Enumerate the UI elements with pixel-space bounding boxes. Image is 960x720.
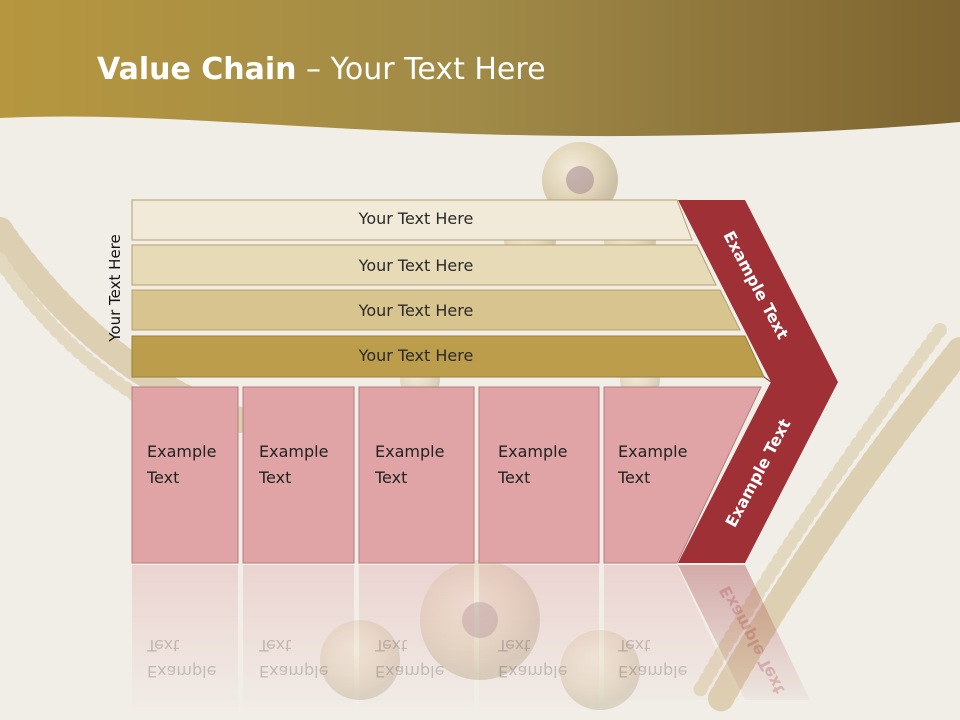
box-5-reflection: Example Text [618, 636, 688, 681]
title-bold: Value Chain [97, 52, 297, 87]
value-row-3 [131, 289, 741, 331]
slide-title: Value Chain – Your Text Here [97, 52, 546, 87]
box-5-text: Example Text [618, 442, 688, 487]
value-box-1 [131, 386, 239, 564]
value-row-1 [131, 199, 693, 241]
value-box-3 [358, 386, 475, 564]
box-1-text: Example Text [147, 442, 217, 487]
row-1-text: Your Text Here [358, 209, 474, 228]
box-1-reflection: Example Text [147, 636, 217, 681]
box-2-text: Example Text [259, 442, 329, 487]
box-2-reflection: Example Text [259, 636, 329, 681]
box-4-text: Example Text [498, 442, 568, 487]
chevron-arrow [678, 200, 838, 563]
box-3-text: Example Text [375, 442, 445, 487]
row-3-text: Your Text Here [358, 301, 474, 320]
value-row-2 [131, 244, 717, 286]
value-box-2 [242, 386, 355, 564]
box-4-reflection: Example Text [498, 636, 568, 681]
diagram-reflection [132, 565, 810, 715]
box-3-reflection: Example Text [375, 636, 445, 681]
title-rest: – Your Text Here [296, 52, 546, 87]
value-box-4 [478, 386, 600, 564]
side-label-text: Your Text Here [106, 234, 124, 342]
header-band [0, 0, 960, 137]
value-box-5 [603, 386, 762, 564]
row-2-text: Your Text Here [358, 256, 474, 275]
row-4-text: Your Text Here [358, 346, 474, 365]
